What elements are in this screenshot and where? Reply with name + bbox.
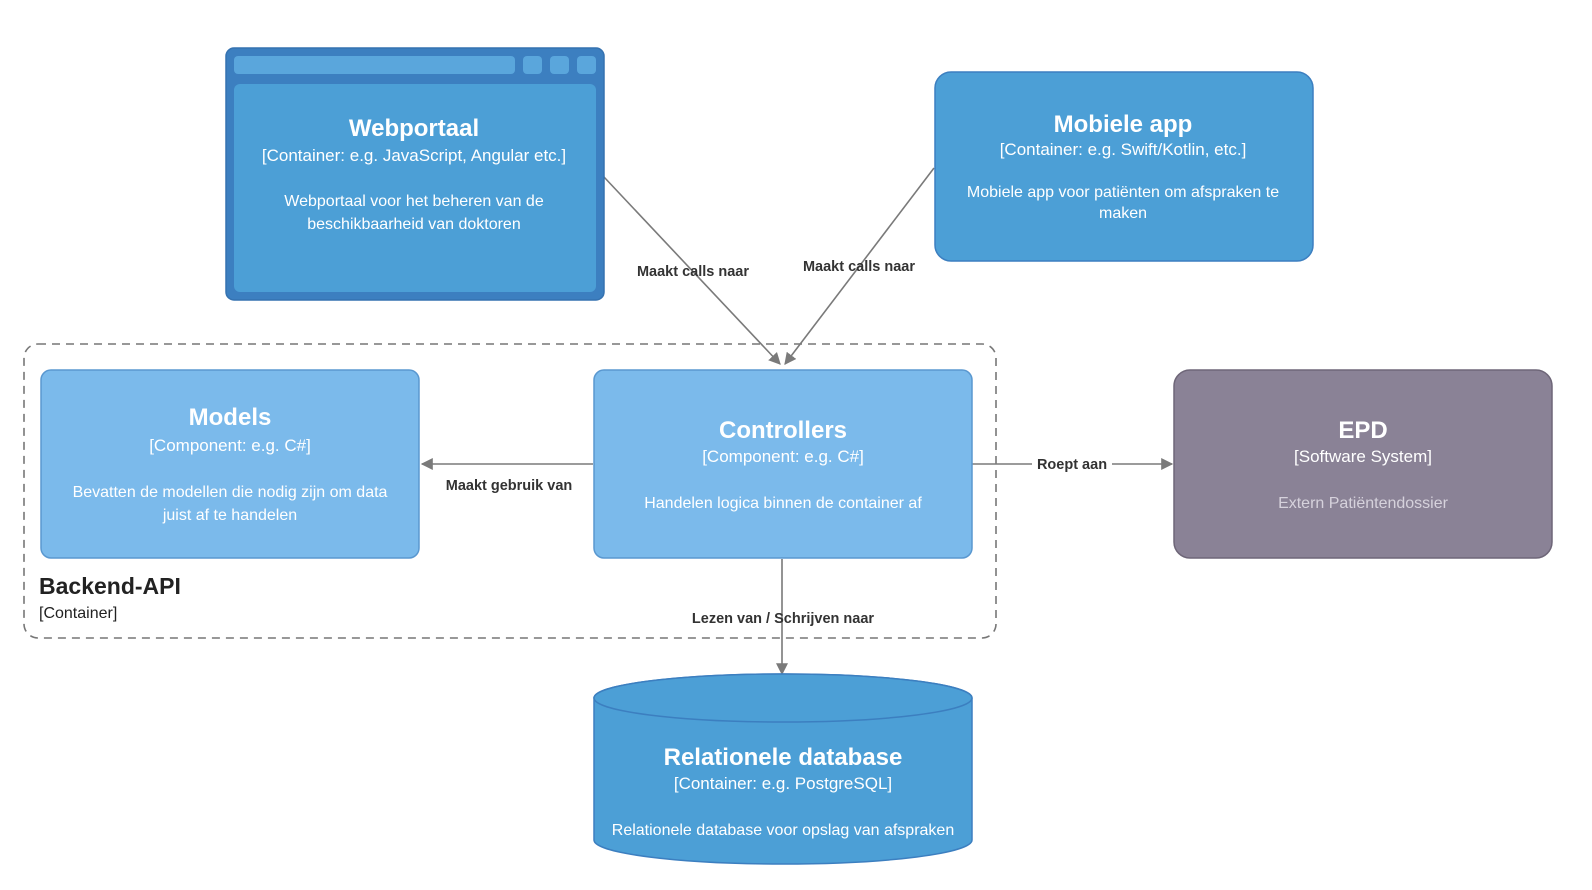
controllers-box bbox=[593, 369, 973, 559]
relationele-database-container[interactable]: Relationele database [Container: e.g. Po… bbox=[593, 673, 973, 865]
edge-app-to-controllers bbox=[784, 167, 935, 365]
controllers-component[interactable]: Controllers [Component: e.g. C#] Handele… bbox=[593, 369, 973, 559]
database-top bbox=[593, 673, 973, 723]
boundary-type: [Container] bbox=[39, 605, 117, 622]
browser-address-bar bbox=[234, 56, 515, 74]
epd-description: Extern Patiëntendossier bbox=[1278, 495, 1449, 512]
mobiele-app-description-line1: Mobiele app voor patiënten om afspraken … bbox=[967, 184, 1279, 201]
epd-box bbox=[1173, 369, 1553, 559]
models-description-line1: Bevatten de modellen die nodig zijn om d… bbox=[73, 484, 388, 501]
controllers-description: Handelen logica binnen de container af bbox=[644, 495, 922, 512]
models-title: Models bbox=[189, 404, 272, 431]
edge-label-controllers-to-db: Lezen van / Schrijven naar bbox=[692, 611, 874, 627]
mobiele-app-title: Mobiele app bbox=[1054, 111, 1193, 138]
edges: Maakt calls naar Maakt calls naar Maakt … bbox=[420, 167, 1174, 676]
backend-api-boundary: Backend-API [Container] bbox=[23, 343, 997, 639]
mobiele-app-container[interactable]: Mobiele app [Container: e.g. Swift/Kotli… bbox=[934, 71, 1314, 262]
database-technology: [Container: e.g. PostgreSQL] bbox=[674, 774, 892, 793]
models-box bbox=[40, 369, 420, 559]
webportaal-title: Webportaal bbox=[349, 115, 479, 142]
edge-label-app-to-controllers: Maakt calls naar bbox=[803, 259, 915, 275]
edge-web-to-controllers bbox=[603, 176, 781, 365]
mobiele-app-technology: [Container: e.g. Swift/Kotlin, etc.] bbox=[1000, 140, 1247, 159]
webportaal-technology: [Container: e.g. JavaScript, Angular etc… bbox=[262, 146, 566, 165]
browser-button-icon bbox=[550, 56, 569, 74]
boundary-title: Backend-API bbox=[39, 573, 181, 599]
models-description-line2: juist af te handelen bbox=[162, 507, 297, 524]
database-description: Relationele database voor opslag van afs… bbox=[612, 822, 954, 839]
models-technology: [Component: e.g. C#] bbox=[149, 436, 311, 455]
browser-button-icon bbox=[523, 56, 542, 74]
webportaal-description-line1: Webportaal voor het beheren van de bbox=[284, 193, 544, 210]
edge-label-bg-epd bbox=[1032, 454, 1112, 473]
controllers-technology: [Component: e.g. C#] bbox=[702, 447, 864, 466]
database-title: Relationele database bbox=[664, 744, 903, 771]
epd-software-system[interactable]: EPD [Software System] Extern Patiëntendo… bbox=[1173, 369, 1553, 559]
edge-label-web-to-controllers: Maakt calls naar bbox=[637, 264, 749, 280]
webportaal-description-line2: beschikbaarheid van doktoren bbox=[307, 216, 520, 233]
models-component[interactable]: Models [Component: e.g. C#] Bevatten de … bbox=[40, 369, 420, 559]
boundary-frame bbox=[23, 343, 997, 639]
epd-technology: [Software System] bbox=[1294, 447, 1432, 466]
edge-label-controllers-to-models: Maakt gebruik van bbox=[446, 478, 573, 494]
mobiele-app-description-line2: maken bbox=[1099, 205, 1147, 222]
webportaal-container[interactable]: Webportaal [Container: e.g. JavaScript, … bbox=[225, 47, 605, 301]
controllers-title: Controllers bbox=[719, 417, 847, 444]
epd-title: EPD bbox=[1338, 417, 1387, 444]
browser-button-icon bbox=[577, 56, 596, 74]
edge-label-controllers-to-epd: Roept aan bbox=[1037, 457, 1107, 473]
browser-content bbox=[234, 84, 596, 292]
mobiele-app-box bbox=[934, 71, 1314, 262]
